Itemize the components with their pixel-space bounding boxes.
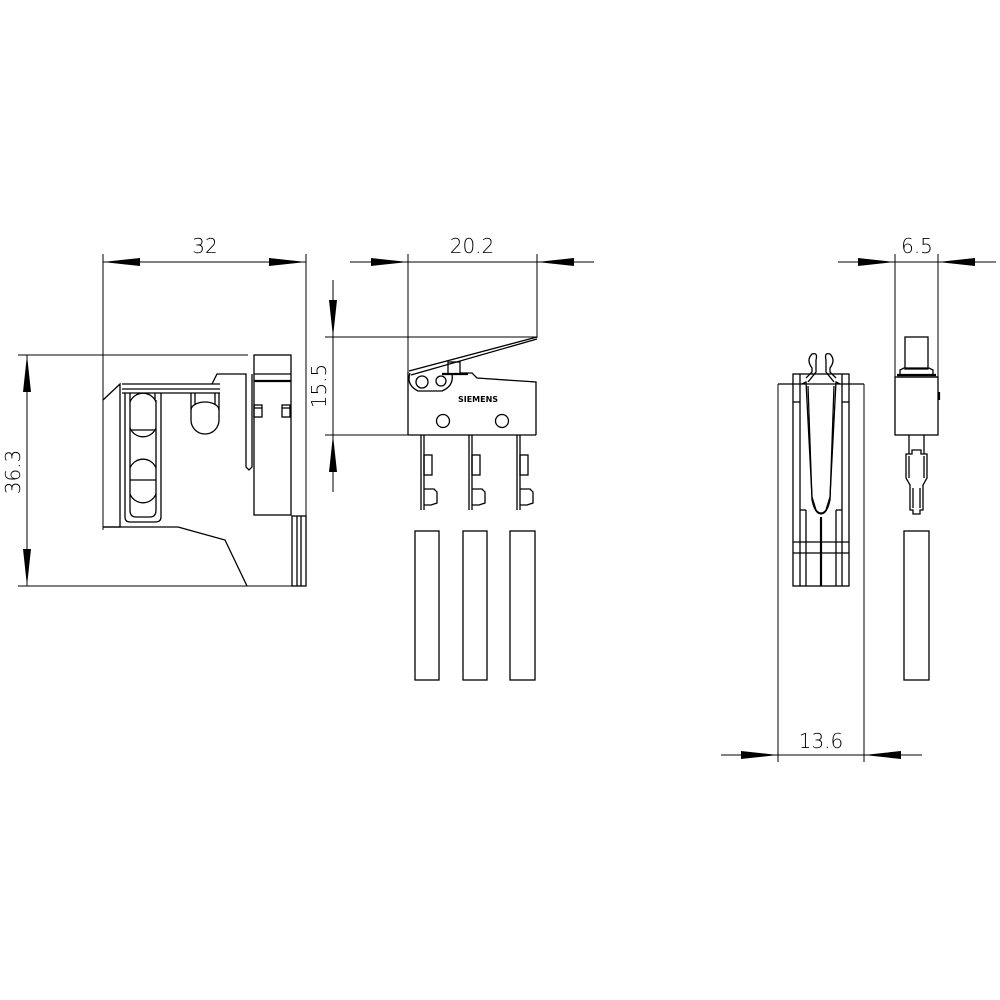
arrow-left-icon [537,258,574,266]
dimension-label-width: 6.5 [901,234,933,258]
plunger [904,336,929,370]
arrow-left-icon [864,751,901,759]
arrow-right-icon [269,258,306,266]
end-view-switch: 6.5 [838,234,996,681]
terminal-1 [420,435,438,510]
terminal-3 [516,435,534,510]
sleeve-side [903,530,930,681]
dimension-6-5: 6.5 [838,234,996,435]
brand-label: SIEMENS [458,395,498,404]
connector-sleeves [414,530,536,681]
front-view: 20.2 15.5 SIEMENS [307,234,594,681]
dimension-32: 32 [102,234,307,586]
arrow-left-icon [103,258,140,266]
dimension-36-3: 36.3 [1,354,306,587]
dimension-label-width: 20.2 [450,234,495,258]
side-view: 32 36.3 [1,234,307,587]
dimension-label-width: 13.6 [799,729,844,753]
dimension-label-width: 32 [192,234,217,258]
arrow-down-icon [329,300,337,337]
clip-body [778,352,864,587]
switch-end-body [894,336,941,515]
sleeve-2 [462,530,488,681]
sleeve-1 [414,530,440,681]
sleeve-3 [509,530,536,681]
arrow-right-icon [371,258,408,266]
arrow-up-icon [23,355,31,392]
side-body [102,354,307,587]
arrow-right-icon [858,258,895,266]
dimension-20-2: 20.2 [350,234,594,435]
dimension-label-height: 36.3 [1,450,25,495]
dimension-13-6: 13.6 [721,384,922,762]
dimension-label-height: 15.5 [307,364,331,409]
switch-body: SIEMENS [407,336,538,436]
end-view-assembly: 13.6 [721,352,922,762]
dimension-15-5: 15.5 [307,280,537,492]
arrow-left-icon [938,258,975,266]
arrow-down-icon [23,549,31,586]
arrow-up-icon [329,435,337,472]
terminal-2 [468,435,486,510]
arrow-right-icon [741,751,778,759]
switch-terminals [420,435,534,510]
